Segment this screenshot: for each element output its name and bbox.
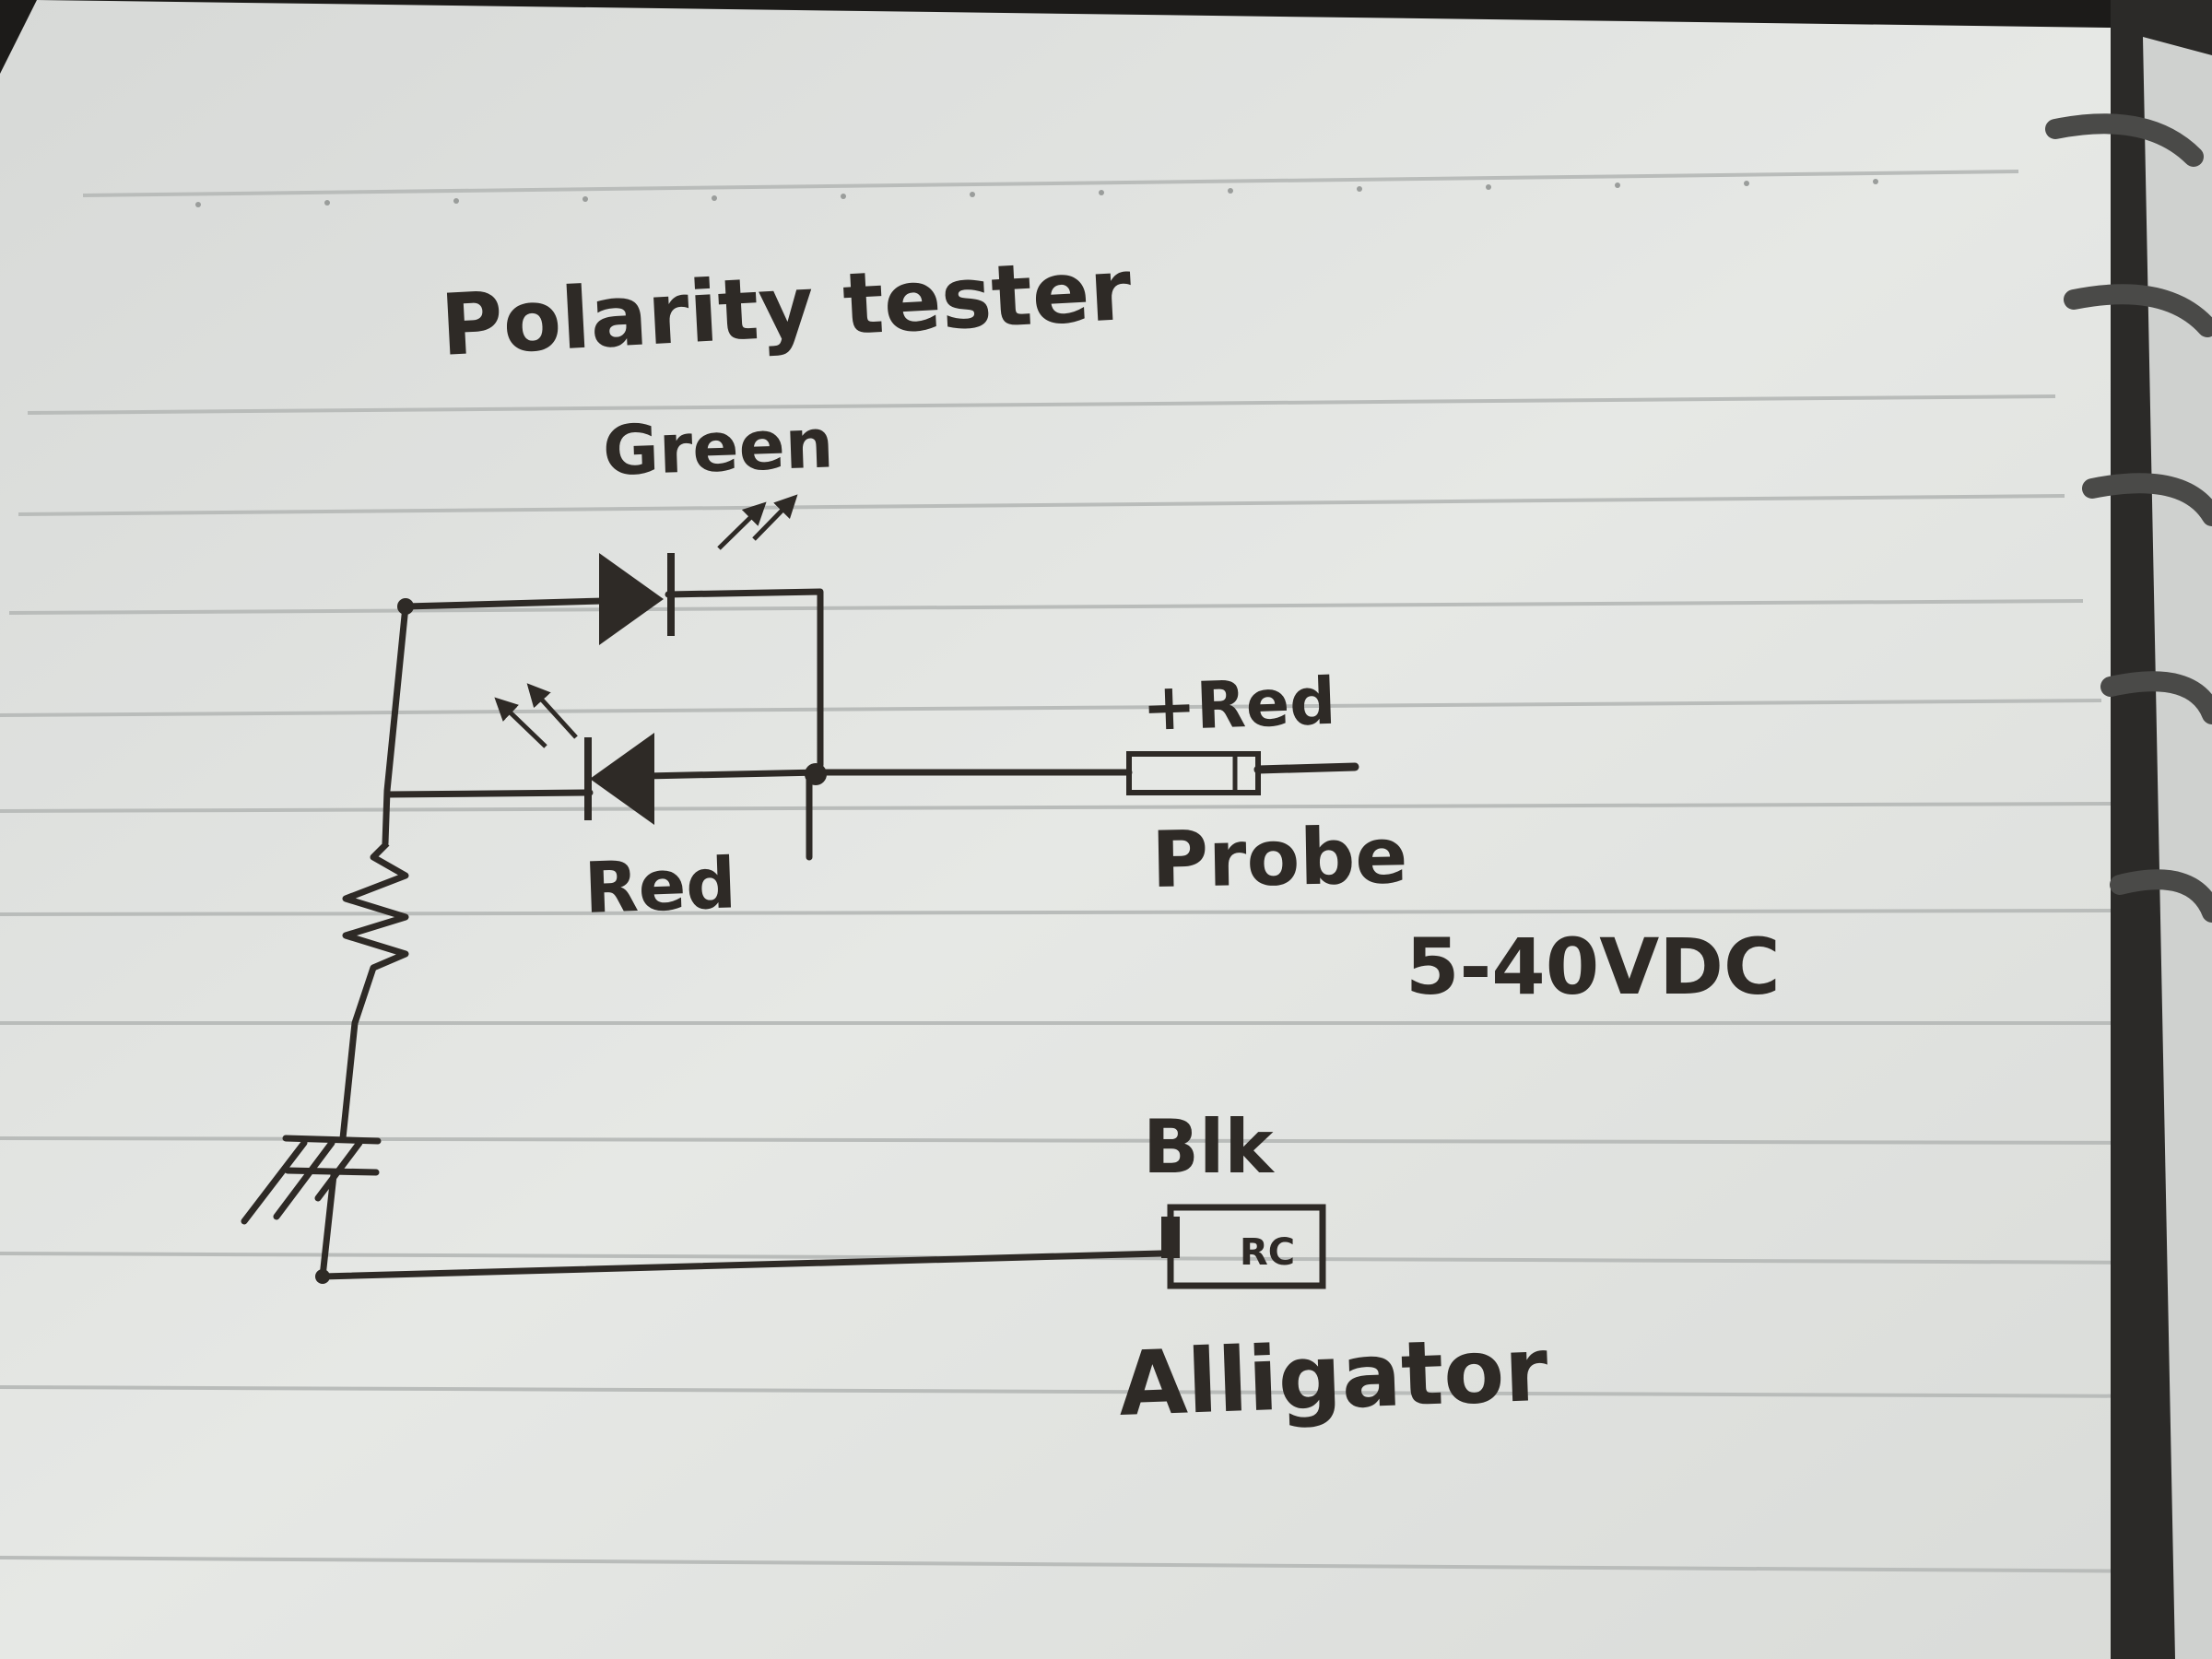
red-led-label: Red: [583, 841, 737, 929]
wire-bottom: [319, 1250, 1165, 1280]
alligator-clip-symbol: [1161, 1204, 1326, 1289]
probe-label: Probe: [1151, 810, 1408, 905]
green-led-symbol: [599, 494, 798, 645]
alligator-label: Alligator: [1117, 1318, 1550, 1436]
voltage-range-label: 5-40VDC: [1406, 922, 1781, 1012]
wire-top-right: [665, 588, 824, 769]
wire-resistor-down: [339, 964, 377, 1142]
probe-symbol: [1126, 751, 1359, 795]
spiral-binding: [2045, 0, 2212, 1659]
resistor-symbol: [342, 841, 409, 971]
wire-left: [382, 603, 409, 847]
clip-symbol-label: RC: [1240, 1231, 1295, 1274]
junction-dots: [315, 598, 827, 1284]
clip-color-label: Blk: [1143, 1104, 1275, 1190]
ruling-dots: [195, 179, 1878, 207]
circuit: [319, 588, 1165, 1280]
green-led-label: Green: [602, 404, 835, 491]
wire-middle: [383, 789, 594, 798]
probe-polarity-label: +Red: [1141, 664, 1337, 746]
capacitor-symbol: [241, 1135, 382, 1225]
red-led-symbol: [494, 683, 654, 825]
wire-middle-right: [641, 769, 824, 780]
wire-top: [402, 597, 607, 610]
wire-cap-down: [319, 1171, 337, 1280]
